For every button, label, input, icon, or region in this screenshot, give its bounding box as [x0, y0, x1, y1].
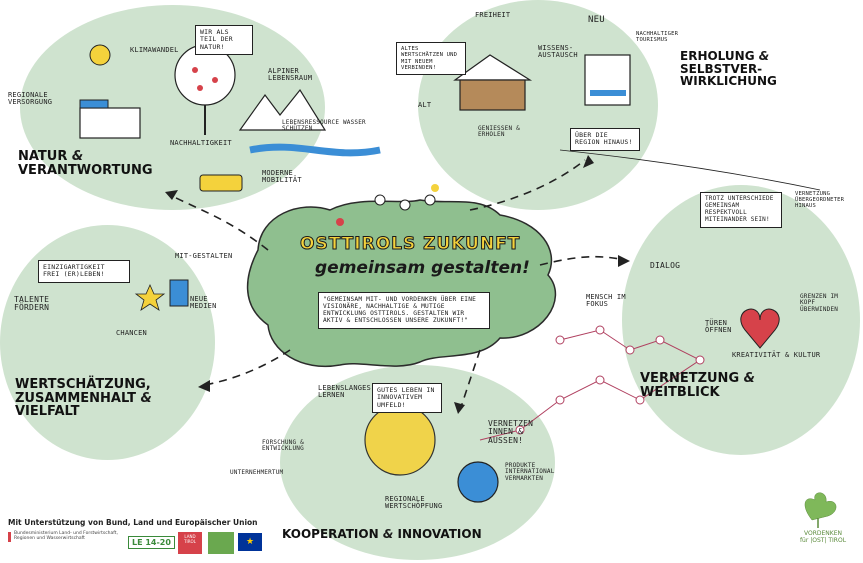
brand-logo: VORDENKEN für |OST| TIROL — [788, 530, 858, 544]
natur-label-nachhaltigkeit: NACHHALTIGKEIT — [170, 139, 232, 147]
land-tirol-logo: LAND TIROL — [178, 532, 202, 554]
wertschaetzung-title-c: VIELFALT — [15, 404, 80, 420]
vernetzung-title-a: VERNETZUNG — [640, 371, 740, 386]
kooperation-label-produkte: PRODUKTE INTERNATIONAL VERMARKTEN — [505, 462, 555, 482]
wert-label-mitgestalten: MIT-GESTALTEN — [175, 252, 233, 260]
wertschaetzung-title-b: ZUSAMMENHALT — [15, 390, 136, 406]
kooperation-label-lernen: LEBENSLANGES LERNEN — [318, 384, 371, 400]
natur-title-a: NATUR — [18, 149, 68, 164]
center-title: OSTTIROLS ZUKUNFT — [299, 234, 521, 255]
kooperation-label-forschung: FORSCHUNG & ENTWICKLUNG — [262, 439, 304, 453]
kooperation-title: KOOPERATION & INNOVATION — [282, 527, 482, 541]
erholung-label-alt: ALT — [418, 101, 432, 109]
vernetzung-title-b: WEITBLICK — [640, 384, 720, 400]
erholung-label-freiheit: FREIHEIT — [475, 11, 511, 19]
kooperation-label-unternehmer: UNTERNEHMERTUM — [230, 469, 284, 476]
kooperation-title-a: KOOPERATION — [282, 527, 379, 541]
vernetzung-label-mensch: MENSCH IM FOKUS — [586, 293, 626, 309]
vernetzung-label-grenzen: GRENZEN IM KOPF ÜBERWINDEN — [800, 293, 839, 313]
wertschaetzung-title: WERTSCHÄTZUNG, ZUSAMMENHALT & VIELFALT — [15, 377, 152, 420]
wert-label-talente: TALENTE FÖRDERN — [14, 295, 50, 313]
erholung-title-b: SELBSTVER-WIRKLICHUNG — [680, 61, 777, 89]
kooperation-label-wertschoepfung: REGIONALE WERTSCHÖPFUNG — [385, 495, 443, 511]
natur-label-alpiner: ALPINER LEBENSRAUM — [268, 67, 313, 83]
erholung-bubble: ALTES WERTSCHÄTZEN UND MIT NEUEM VERBIND… — [396, 42, 466, 76]
center-blob — [246, 199, 557, 367]
natur-title: NATUR & VERANTWORTUNG — [18, 149, 153, 178]
land-tirol-text: LAND TIROL — [184, 534, 196, 544]
natur-title-b: VERANTWORTUNG — [18, 162, 153, 178]
center-subtitle: gemeinsam gestalten! — [315, 258, 530, 278]
erholung-box: ÜBER DIE REGION HINAUS! — [570, 128, 640, 151]
erholung-title-a: ERHOLUNG — [680, 49, 755, 63]
vernetzung-label-kreativ: KREATIVITÄT & KULTUR — [732, 351, 821, 359]
erholung-label-geniessen: GENIEßEN & ERHOLEN — [478, 125, 520, 139]
vernetzung-label-tueren: TÜREN ÖFFNEN — [705, 319, 732, 335]
kooperation-label-vernetzen: VERNETZEN INNEN & AUßEN! — [488, 419, 534, 445]
wertschaetzung-title-a: WERTSCHÄTZUNG, — [15, 377, 151, 392]
erholung-label-neu: NEU — [588, 15, 605, 25]
brand-line1: VORDENKEN — [803, 530, 842, 537]
brand-line2: für |OST| TIROL — [799, 537, 847, 545]
kooperation-title-b: INNOVATION — [397, 527, 482, 541]
support-text: Mit Unterstützung von Bund, Land und Eur… — [8, 518, 258, 527]
vernetzung-label-uebergeordnet: VERNETZUNG ÜBERGEORDNETER HINAUS — [795, 191, 845, 209]
natur-label-wasser: LEBENSRESSOURCE WASSER SCHÜTZEN — [282, 119, 366, 133]
natur-bubble: WIR ALS TEIL DER NATUR! — [195, 25, 253, 56]
wert-bubble: EINZIGARTIGKEIT FREI (ER)LEBEN! — [38, 260, 130, 283]
vernetzung-label-dialog: DIALOG — [650, 261, 681, 270]
vernetzung-title: VERNETZUNG & WEITBLICK — [640, 371, 755, 400]
leader-logo — [208, 532, 234, 554]
ministry-logo: Bundesministerium Land- und Forstwirtsch… — [8, 531, 129, 542]
erholung-label-wissen: WISSENS-AUSTAUSCH — [538, 44, 578, 60]
erholung-title: ERHOLUNG & SELBSTVER-WIRKLICHUNG — [680, 49, 777, 89]
wert-label-medien: NEUE MEDIEN — [190, 295, 217, 311]
natur-label-klimawandel: KLIMAWANDEL — [130, 46, 179, 54]
kooperation-bubble: GUTES LEBEN IN INNOVATIVEM UMFELD! — [372, 383, 442, 414]
le-text: LE 14-20 — [132, 538, 171, 547]
le-logo: LE 14-20 — [128, 536, 175, 549]
natur-label-versorgung: REGIONALE VERSORGUNG — [8, 91, 53, 107]
vernetzung-bubble: TROTZ UNTERSCHIEDE GEMEINSAM RESPEKTVOLL… — [700, 192, 782, 228]
wert-label-chancen: CHANCEN — [116, 329, 147, 337]
center-quote: "GEMEINSAM MIT- UND VORDENKEN ÜBER EINE … — [318, 292, 490, 329]
ministry-text: Bundesministerium Land- und Forstwirtsch… — [14, 531, 118, 541]
erholung-label-tourismus: NACHHALTIGER TOURISMUS — [636, 31, 679, 43]
eu-flag: ★ — [238, 533, 262, 551]
natur-label-mobilitaet: MODERNE MOBILITÄT — [262, 169, 302, 185]
